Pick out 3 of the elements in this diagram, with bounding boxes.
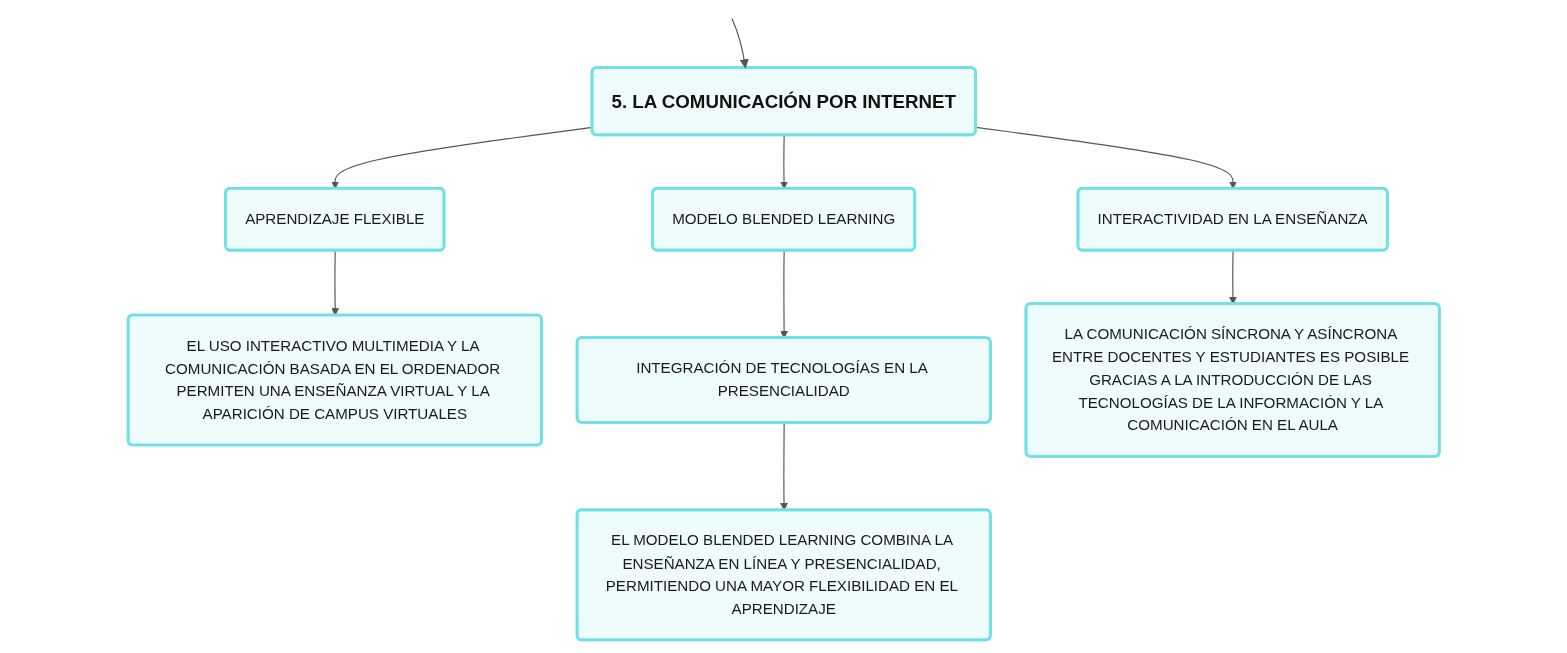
arrow (1228, 249, 1237, 304)
arrow (779, 249, 788, 338)
arrow (731, 17, 749, 68)
